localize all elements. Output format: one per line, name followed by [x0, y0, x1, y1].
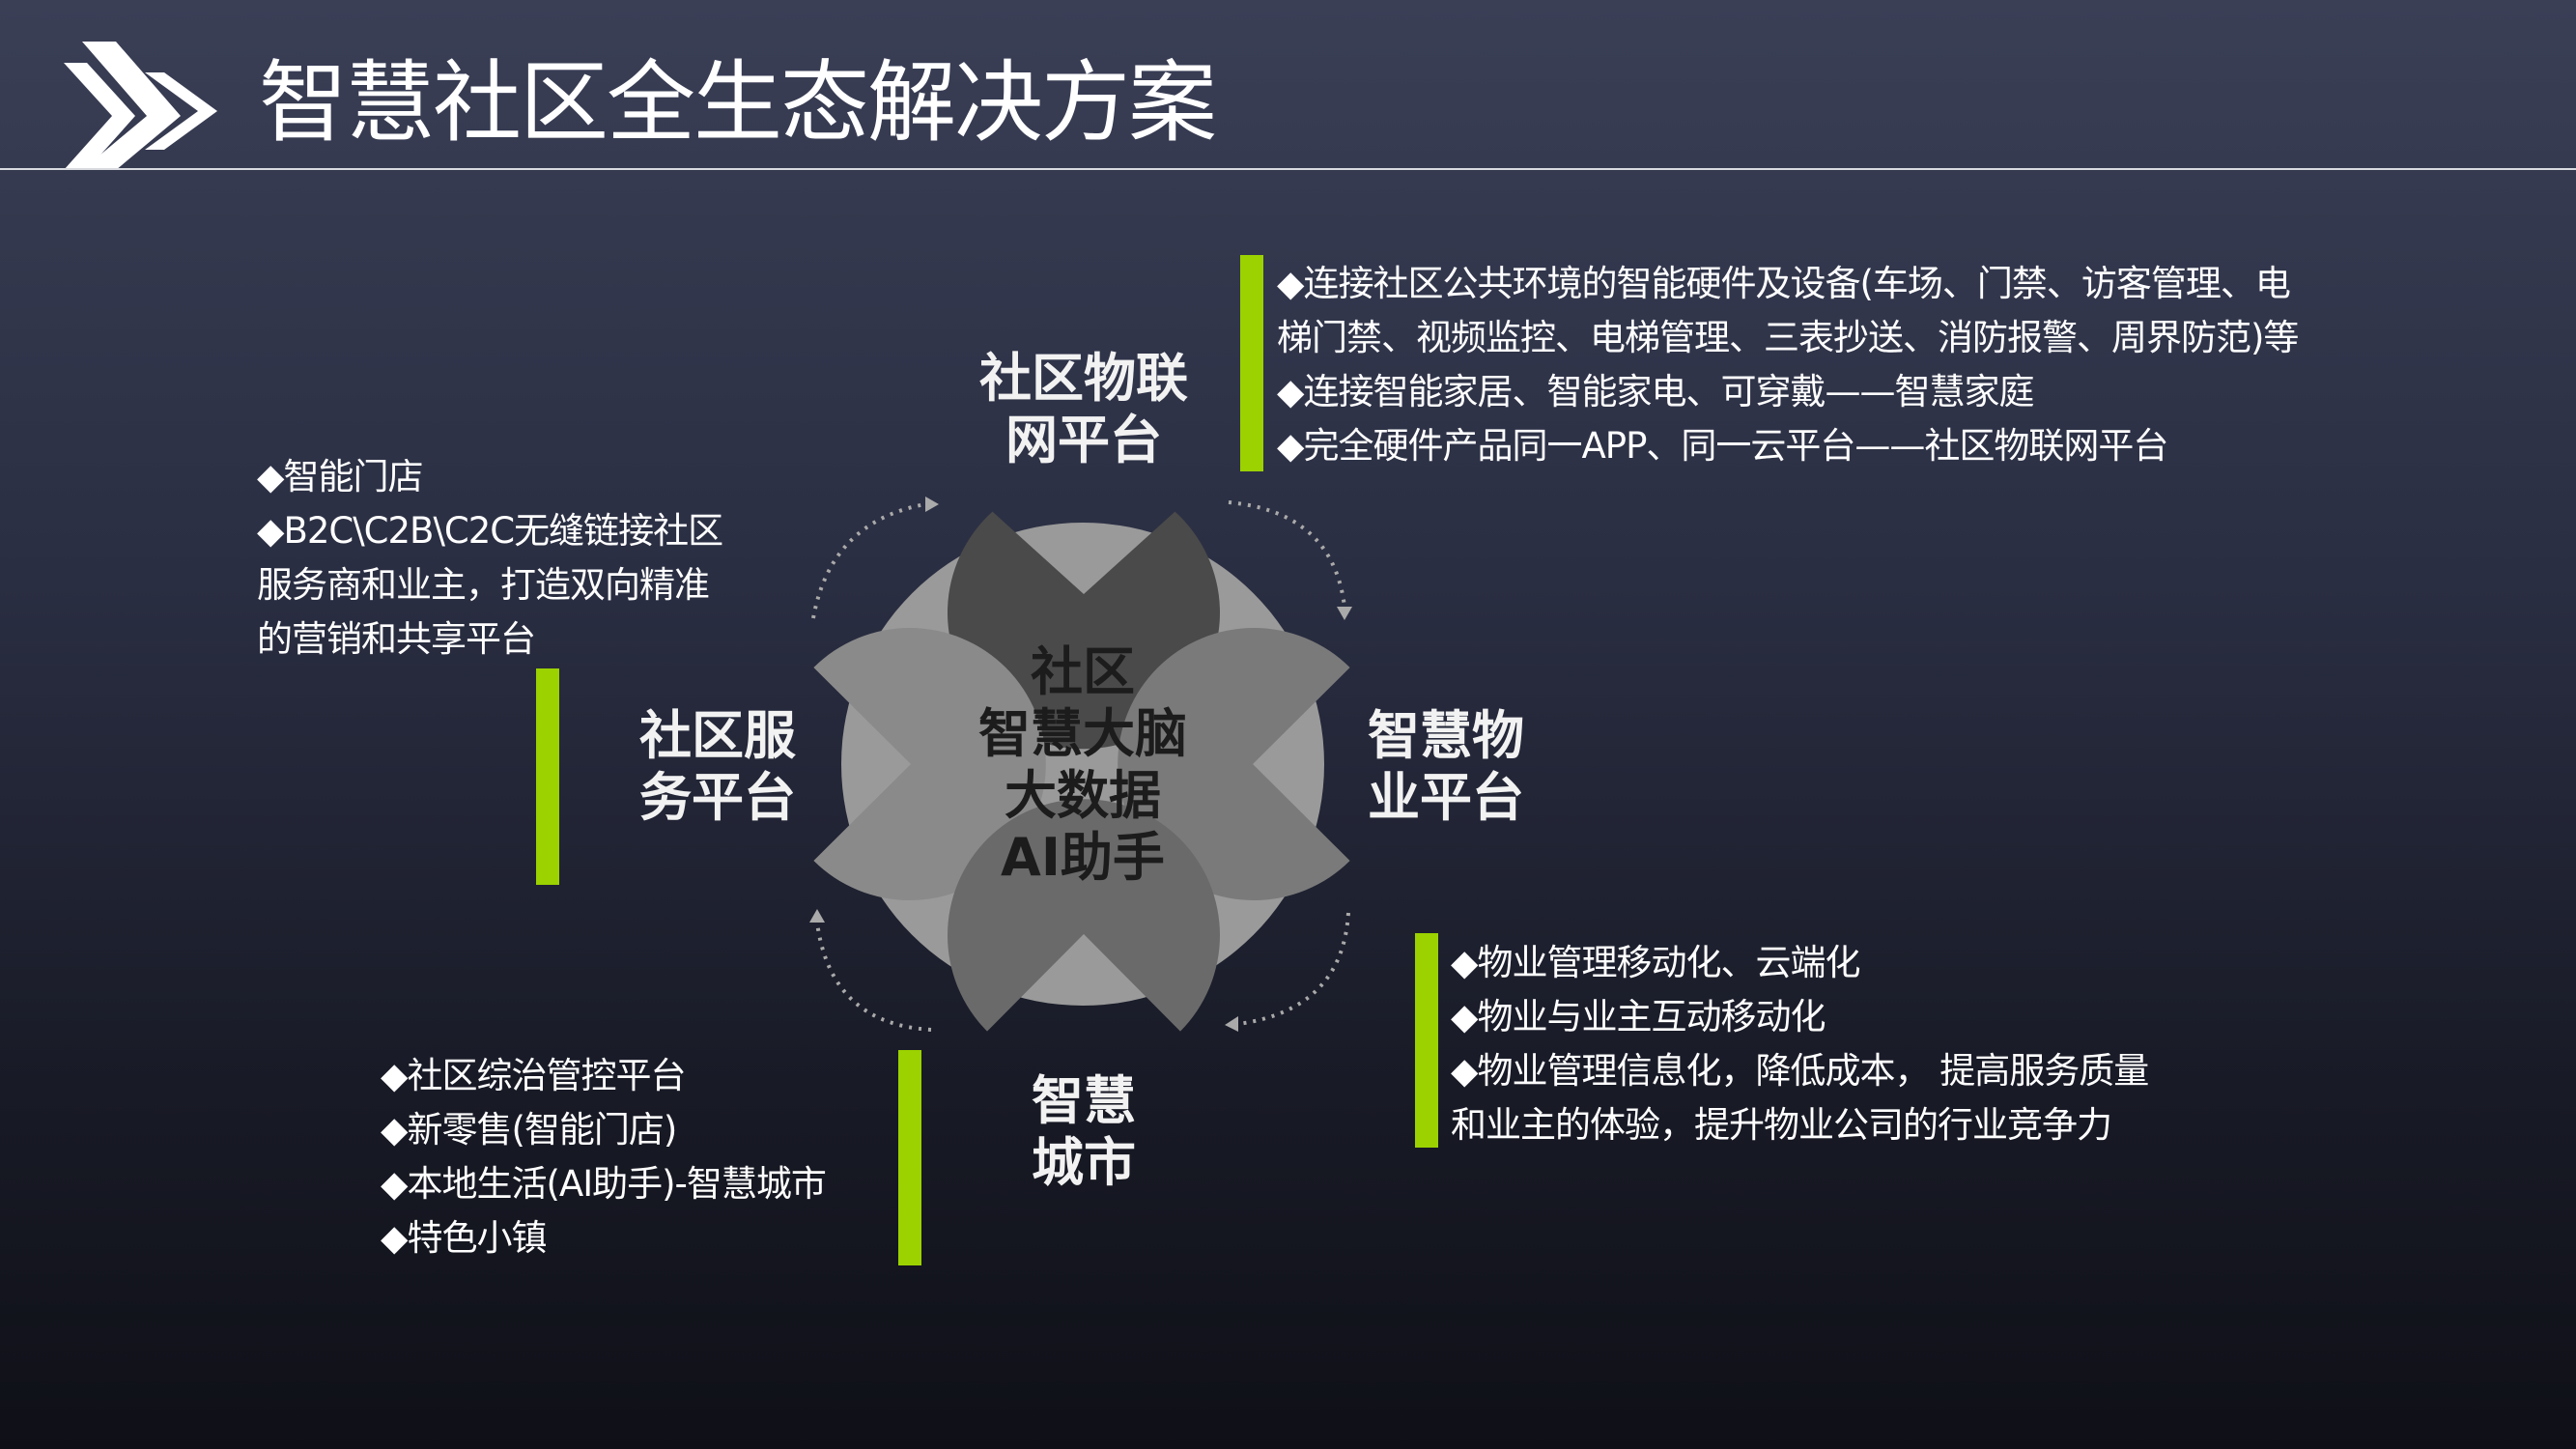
description-line: ◆物业管理移动化、云端化 — [1451, 942, 1860, 983]
arrowhead-icon — [1337, 607, 1352, 620]
node-label-property-platform: 智慧物 业平台 — [1301, 705, 1591, 829]
double-chevron-icon — [64, 42, 217, 170]
description-line: ◆物业管理信息化，降低成本， 提高服务质量 — [1451, 1050, 2149, 1092]
arrowhead-icon — [925, 497, 939, 512]
node-line: 业平台 — [1368, 767, 1524, 828]
arrowhead-icon — [809, 909, 825, 923]
description-line: ◆完全硬件产品同一APP、同一云平台——社区物联网平台 — [1277, 425, 2168, 467]
cycle-arrow-bottom-right — [1237, 912, 1350, 1026]
center-line: AI助手 — [1001, 827, 1165, 888]
node-label-smart-city: 智慧 城市 — [939, 1070, 1229, 1194]
node-line: 智慧 — [1032, 1070, 1136, 1131]
description-line: ◆物业与业主互动移动化 — [1451, 996, 1826, 1037]
node-label-iot-platform: 社区物联 网平台 — [939, 348, 1229, 471]
description-line: ◆连接社区公共环境的智能硬件及设备(车场、门禁、访客管理、电 — [1277, 263, 2291, 304]
center-line: 大数据 — [1005, 765, 1161, 826]
accent-bar-top — [1240, 255, 1263, 471]
center-line: 智慧大脑 — [978, 703, 1187, 764]
node-line: 社区物联 — [979, 348, 1188, 409]
accent-bar-bottom — [898, 1050, 921, 1265]
description-line: ◆连接智能家居、智能家电、可穿戴——智慧家庭 — [1277, 371, 2034, 412]
node-label-service-platform: 社区服 务平台 — [573, 705, 863, 829]
description-line: ◆B2C\C2B\C2C无缝链接社区 — [257, 510, 723, 552]
node-property-platform — [1118, 628, 1350, 900]
title-divider — [0, 168, 2576, 170]
description-line: ◆智能门店 — [257, 456, 423, 497]
center-line: 社区 — [1031, 641, 1135, 702]
description-line: 服务商和业主，打造双向精准 — [257, 564, 710, 606]
node-smart-city — [947, 799, 1220, 1032]
description-line: ◆本地生活(AI助手)-智慧城市 — [381, 1163, 827, 1205]
center-label: 社区 智慧大脑 大数据 AI助手 — [938, 641, 1228, 889]
node-line: 网平台 — [1005, 410, 1162, 470]
accent-bar-right — [1415, 933, 1438, 1148]
description-line: ◆新零售(智能门店) — [381, 1109, 677, 1151]
node-service-platform — [813, 628, 1046, 900]
node-line: 务平台 — [639, 767, 796, 828]
description-smart-city: ◆社区综治管控平台 ◆新零售(智能门店) ◆本地生活(AI助手)-智慧城市 ◆特… — [381, 1049, 827, 1265]
node-line: 社区服 — [639, 705, 796, 766]
description-line: 梯门禁、视频监控、电梯管理、三表抄送、消防报警、周界防范)等 — [1277, 317, 2299, 358]
cycle-arrow-bottom-left — [815, 922, 932, 1032]
description-line: 和业主的体验，提升物业公司的行业竞争力 — [1451, 1104, 2112, 1146]
description-service-platform: ◆智能门店 ◆B2C\C2B\C2C无缝链接社区 服务商和业主，打造双向精准 的… — [257, 450, 723, 667]
description-property-platform: ◆物业管理移动化、云端化 ◆物业与业主互动移动化 ◆物业管理信息化，降低成本， … — [1451, 936, 2149, 1152]
accent-bar-left — [536, 668, 559, 885]
description-line: ◆特色小镇 — [381, 1217, 547, 1259]
node-line: 城市 — [1032, 1132, 1136, 1193]
node-line: 智慧物 — [1368, 705, 1524, 766]
description-line: 的营销和共享平台 — [257, 618, 536, 660]
cycle-arrow-top-right — [1228, 500, 1346, 608]
description-line: ◆社区综治管控平台 — [381, 1055, 686, 1096]
arrowhead-icon — [1225, 1016, 1238, 1032]
page-title: 智慧社区全生态解决方案 — [259, 51, 1217, 155]
description-iot-platform: ◆连接社区公共环境的智能硬件及设备(车场、门禁、访客管理、电 梯门禁、视频监控、… — [1277, 257, 2299, 473]
